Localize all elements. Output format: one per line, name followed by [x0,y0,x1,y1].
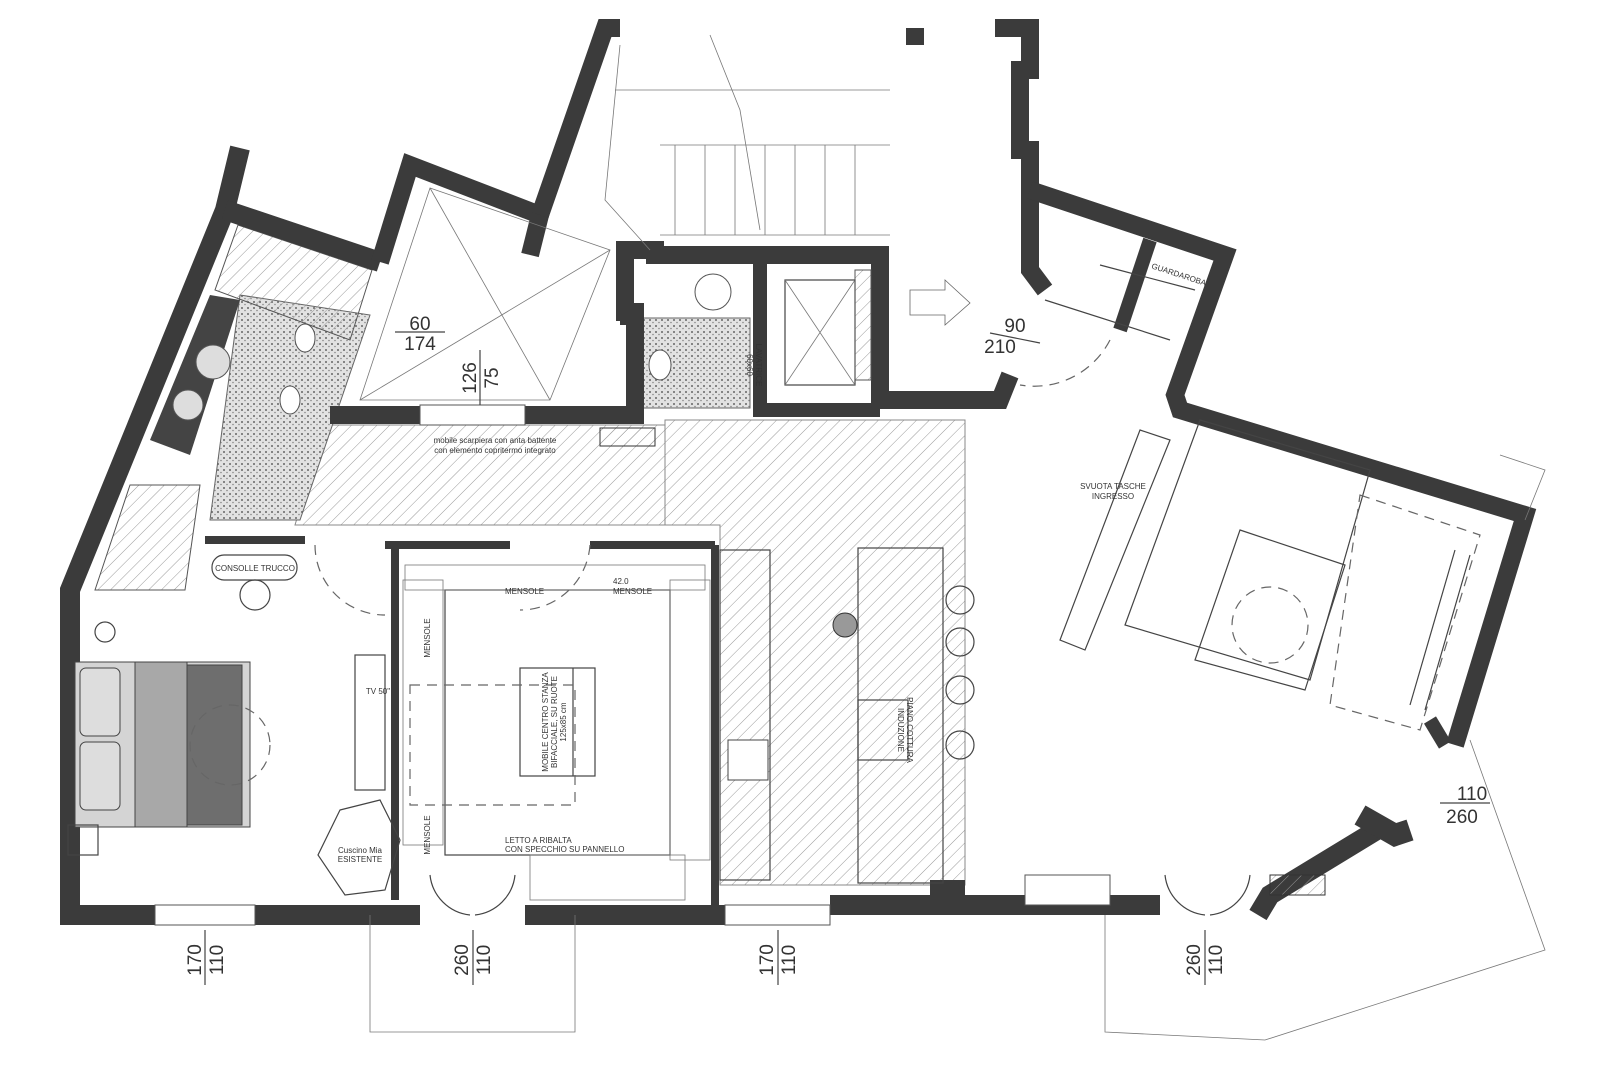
bathroom-fixtures [172,273,732,447]
label-shelves-4: MENSOLE [423,815,432,854]
svg-text:110: 110 [779,945,800,975]
closet-room [402,564,711,901]
dimensions: 60 174 126 75 90 210 110 260 170 110 260… [185,314,1490,985]
svg-text:260: 260 [1446,807,1478,828]
label-washer: LAVATRICE [754,344,763,387]
svg-text:110: 110 [207,945,228,975]
label-murphy-bed: LETTO A RIBALTA [505,836,572,845]
svg-text:110: 110 [474,945,495,975]
svg-text:75: 75 [482,367,503,388]
living-room [1059,419,1546,731]
label-center-unit: MOBILE CENTRO STANZA [541,672,550,772]
label-washer-2: 60x60 [745,354,754,376]
closet-hatch [94,484,201,591]
svg-text:60: 60 [409,314,430,335]
dimension-window-bedroom: 170 110 [185,930,228,985]
dimension-living-door: 110 260 [1440,784,1490,828]
dimension-window-kitchen: 170 110 [757,930,800,985]
bathtub [214,224,373,341]
label-shelves-2: MENSOLE [613,587,652,596]
kitchen [719,547,975,884]
label-vanity: CONSOLLE TRUCCO [215,564,295,573]
svg-text:174: 174 [404,334,436,355]
label-center-unit-3: 125x85 cm [559,702,568,741]
label-shelves-1: MENSOLE [505,587,544,596]
walls [60,19,1537,925]
staircase [604,34,971,326]
svg-text:260: 260 [452,944,473,976]
dimension-door-2: 126 75 [460,350,503,405]
svg-text:210: 210 [984,337,1016,358]
label-wardrobe: GUARDAROBA [1150,262,1208,288]
label-cooktop-2: INDUZIONE [896,708,905,752]
svg-text:126: 126 [460,362,481,394]
balconies [369,739,1546,1041]
svg-text:110: 110 [1457,784,1487,805]
bedroom [67,554,401,896]
elevator [784,269,872,386]
label-dog-bed-2: ESISTENTE [338,855,382,864]
label-murphy-bed-2: CON SPECCHIO SU PANNELLO [505,845,624,854]
openings [154,264,1326,926]
label-center-unit-2: BIFACCIALE, SU RUOTE [550,676,559,768]
closet-x [359,187,611,401]
label-shoe-cabinet: mobile scarpiera con anta battente [434,436,557,445]
label-pocket-empty-2: INGRESSO [1092,492,1134,501]
svg-text:110: 110 [1206,945,1227,975]
svg-text:260: 260 [1184,944,1205,976]
dimension-door-living: 260 110 [1184,930,1227,985]
svg-text:90: 90 [1004,316,1025,337]
label-cooktop: PIANO COTTURA [905,697,914,763]
label-shoe-cabinet-2: con elemento copritermo integrato [434,446,556,455]
label-dog-bed: Cuscino Mia [338,846,383,855]
label-pocket-empty: SVUOTA TASCHE [1080,482,1146,491]
dimension-entry-door: 90 210 [984,316,1041,358]
svg-text:170: 170 [185,944,206,976]
vanity-counter [150,295,240,455]
label-tv: TV 50" [366,687,390,696]
svg-text:170: 170 [757,944,778,976]
label-shelf-width: 42.0 [613,577,629,586]
dimension-door-1: 60 174 [395,314,445,355]
dimension-door-closet: 260 110 [452,930,495,985]
label-shelves-3: MENSOLE [423,618,432,657]
